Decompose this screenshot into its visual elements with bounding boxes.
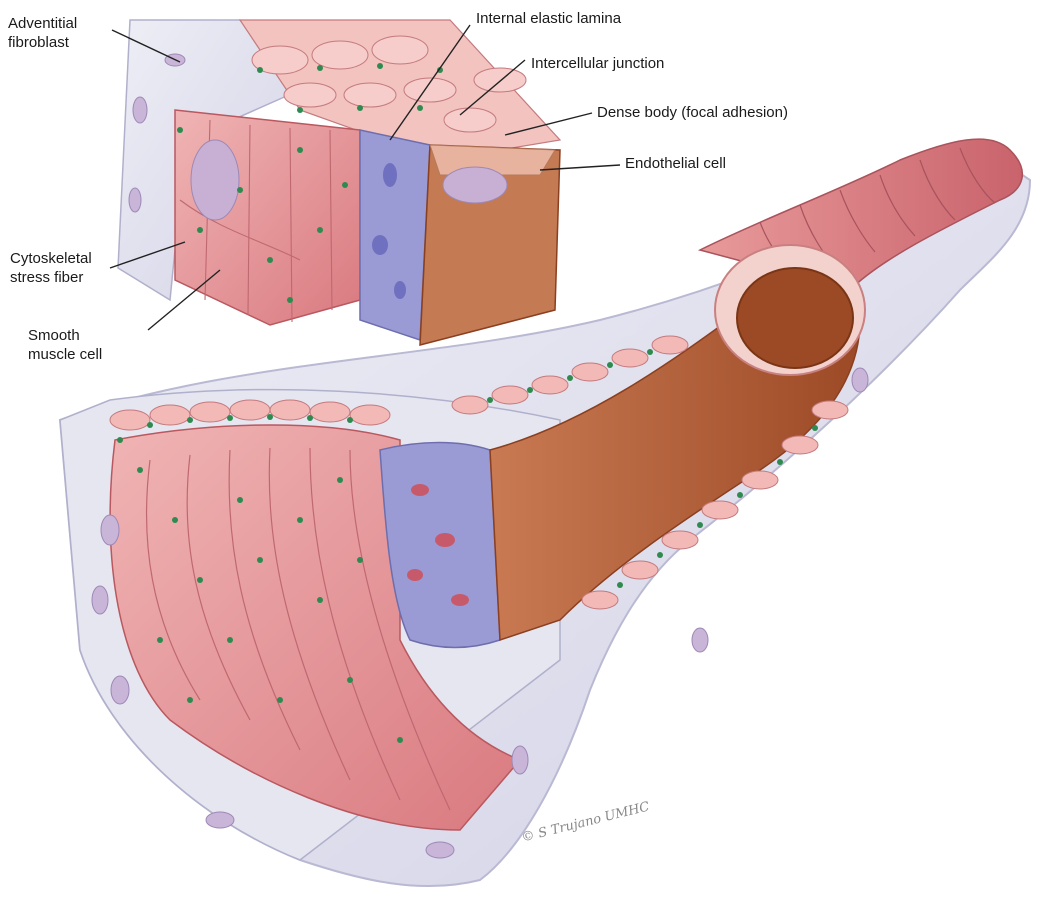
label-intercellular-junction: Intercellular junction bbox=[531, 54, 664, 73]
label-internal-elastic-lamina: Internal elastic lamina bbox=[476, 9, 621, 28]
label-adventitial-fibroblast: Adventitial fibroblast bbox=[8, 14, 77, 52]
label-cytoskeletal-stress-fiber: Cytoskeletal stress fiber bbox=[10, 249, 92, 287]
inset-tissue-block bbox=[118, 20, 560, 345]
label-dense-body: Dense body (focal adhesion) bbox=[597, 103, 788, 122]
label-smooth-muscle-cell: Smooth muscle cell bbox=[28, 326, 102, 364]
label-endothelial-cell: Endothelial cell bbox=[625, 154, 726, 173]
